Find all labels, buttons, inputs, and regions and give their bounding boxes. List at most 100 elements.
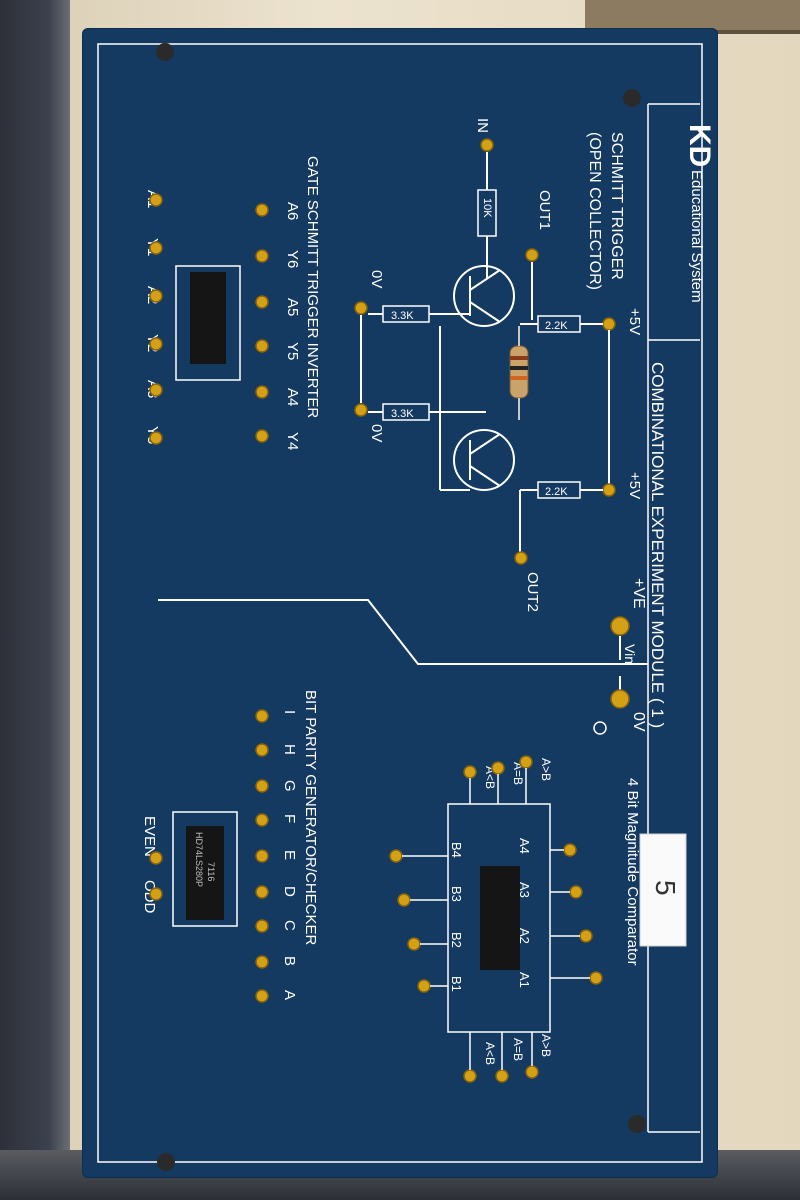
even-label: EVEN <box>141 816 158 857</box>
parity-chip <box>186 826 224 920</box>
parity-socket-f[interactable] <box>255 813 269 827</box>
parity-socket-i[interactable] <box>255 709 269 723</box>
out2-pin[interactable] <box>514 551 528 565</box>
parity-label-i: I <box>281 710 298 714</box>
comparator-top-agtb: A>B <box>539 758 553 781</box>
screw <box>157 1153 175 1171</box>
parity-socket-a[interactable] <box>255 989 269 1003</box>
inverter-chip-outline <box>175 265 241 381</box>
comparator-b3: B3 <box>449 886 464 902</box>
inverter-socket-a3[interactable] <box>149 383 163 397</box>
screw <box>628 1115 646 1133</box>
odd-socket[interactable] <box>149 887 163 901</box>
parity-chip-outline <box>172 811 238 927</box>
parity-socket-h[interactable] <box>255 743 269 757</box>
inverter-socket-y6[interactable] <box>255 249 269 263</box>
sticker-number: 5 <box>650 880 681 896</box>
even-socket[interactable] <box>149 851 163 865</box>
comparator-socket-a2[interactable] <box>579 929 593 943</box>
plus5v-pin-a[interactable] <box>602 317 616 331</box>
comparator-b2: B2 <box>449 932 464 948</box>
comparator-socket-b1[interactable] <box>417 979 431 993</box>
inverter-socket-y3[interactable] <box>149 431 163 445</box>
inverter-pin-a5: A5 <box>284 298 301 316</box>
inverter-socket-y2[interactable] <box>149 337 163 351</box>
inverter-chip <box>190 272 226 364</box>
inverter-socket-a4[interactable] <box>255 385 269 399</box>
transistor-2 <box>453 429 515 491</box>
comparator-socket-top-agtb[interactable] <box>519 755 533 769</box>
plus5v-pin-b[interactable] <box>602 483 616 497</box>
resistor-3k3-a-label: 3.3K <box>391 310 414 322</box>
inverter-pin-a4: A4 <box>284 388 301 406</box>
comparator-a2: A2 <box>517 928 532 944</box>
module-title: COMBINATIONAL EXPERIMENT MODULE ( 1 ) <box>648 362 667 728</box>
comparator-socket-b4[interactable] <box>389 849 403 863</box>
comparator-chip <box>480 866 520 970</box>
zero-volt-label-b: 0V <box>368 424 385 442</box>
brand-name: Educational System <box>688 170 705 303</box>
inverter-pin-y5: Y5 <box>284 342 301 360</box>
comparator-socket-a3[interactable] <box>569 885 583 899</box>
out2-label: OUT2 <box>524 572 541 612</box>
comparator-socket-a4[interactable] <box>563 843 577 857</box>
out1-pin[interactable] <box>525 248 539 262</box>
zero-volt-pin-a[interactable] <box>354 301 368 315</box>
parity-socket-d[interactable] <box>255 885 269 899</box>
resistor-3k3-b-label: 3.3K <box>391 408 414 420</box>
physical-resistor <box>509 345 529 399</box>
comparator-socket-bottom-aeqb[interactable] <box>495 1069 509 1083</box>
parity-label-h: H <box>281 744 298 755</box>
vin-label: Vin <box>622 644 638 664</box>
comparator-socket-b2[interactable] <box>407 937 421 951</box>
zero-volt-pin-b[interactable] <box>354 403 368 417</box>
parity-label-f: F <box>281 814 298 823</box>
parity-label-g: G <box>281 780 298 792</box>
inverter-socket-y4[interactable] <box>255 429 269 443</box>
inverter-socket-y1[interactable] <box>149 241 163 255</box>
comparator-a1: A1 <box>517 972 532 988</box>
power-0v-label: 0V <box>630 712 647 732</box>
parity-socket-g[interactable] <box>255 779 269 793</box>
comparator-socket-top-altb[interactable] <box>463 765 477 779</box>
plus5v-label-b: +5V <box>626 472 643 499</box>
inverter-pin-y6: Y6 <box>284 250 301 268</box>
resistor-2k2-a-label: 2.2K <box>545 320 568 332</box>
comparator-socket-b3[interactable] <box>397 893 411 907</box>
inverter-socket-a6[interactable] <box>255 203 269 217</box>
resistor-2k2-b-label: 2.2K <box>545 486 568 498</box>
parity-label-d: D <box>281 886 298 897</box>
comparator-bottom-aeqb: A=B <box>511 1038 525 1061</box>
parity-socket-b[interactable] <box>255 955 269 969</box>
comparator-socket-top-aeqb[interactable] <box>491 761 505 775</box>
power-pos-terminal[interactable] <box>610 616 630 636</box>
parity-chip-marking-1: HD74LS280P <box>194 832 204 887</box>
parity-socket-e[interactable] <box>255 849 269 863</box>
comparator-a3: A3 <box>517 882 532 898</box>
comparator-outline <box>447 803 551 1033</box>
transistor-1 <box>453 265 515 327</box>
power-0v-terminal[interactable] <box>610 689 630 709</box>
screw <box>623 89 641 107</box>
parity-socket-c[interactable] <box>255 919 269 933</box>
pcb-board <box>82 28 718 1178</box>
comparator-socket-bottom-altb[interactable] <box>463 1069 477 1083</box>
parity-label-a: A <box>281 990 298 1000</box>
parity-label-b: B <box>281 956 298 966</box>
screw <box>156 43 174 61</box>
inverter-socket-a5[interactable] <box>255 295 269 309</box>
inverter-socket-y5[interactable] <box>255 339 269 353</box>
inverter-pin-y4: Y4 <box>284 432 301 450</box>
inverter-socket-a1[interactable] <box>149 193 163 207</box>
comparator-socket-a1[interactable] <box>589 971 603 985</box>
schmitt-in-pin[interactable] <box>480 138 494 152</box>
comparator-b4: B4 <box>449 842 464 858</box>
comparator-socket-bottom-agtb[interactable] <box>525 1065 539 1079</box>
inverter-socket-a2[interactable] <box>149 289 163 303</box>
out1-label: OUT1 <box>536 190 553 230</box>
parity-title: BIT PARITY GENERATOR/CHECKER <box>302 690 319 945</box>
schmitt-title: SCHMITT TRIGGER <box>608 132 625 280</box>
parity-chip-marking-2: 7116 <box>206 862 216 881</box>
comparator-top-aeqb: A=B <box>511 762 525 785</box>
schmitt-in-label: IN <box>474 118 491 133</box>
